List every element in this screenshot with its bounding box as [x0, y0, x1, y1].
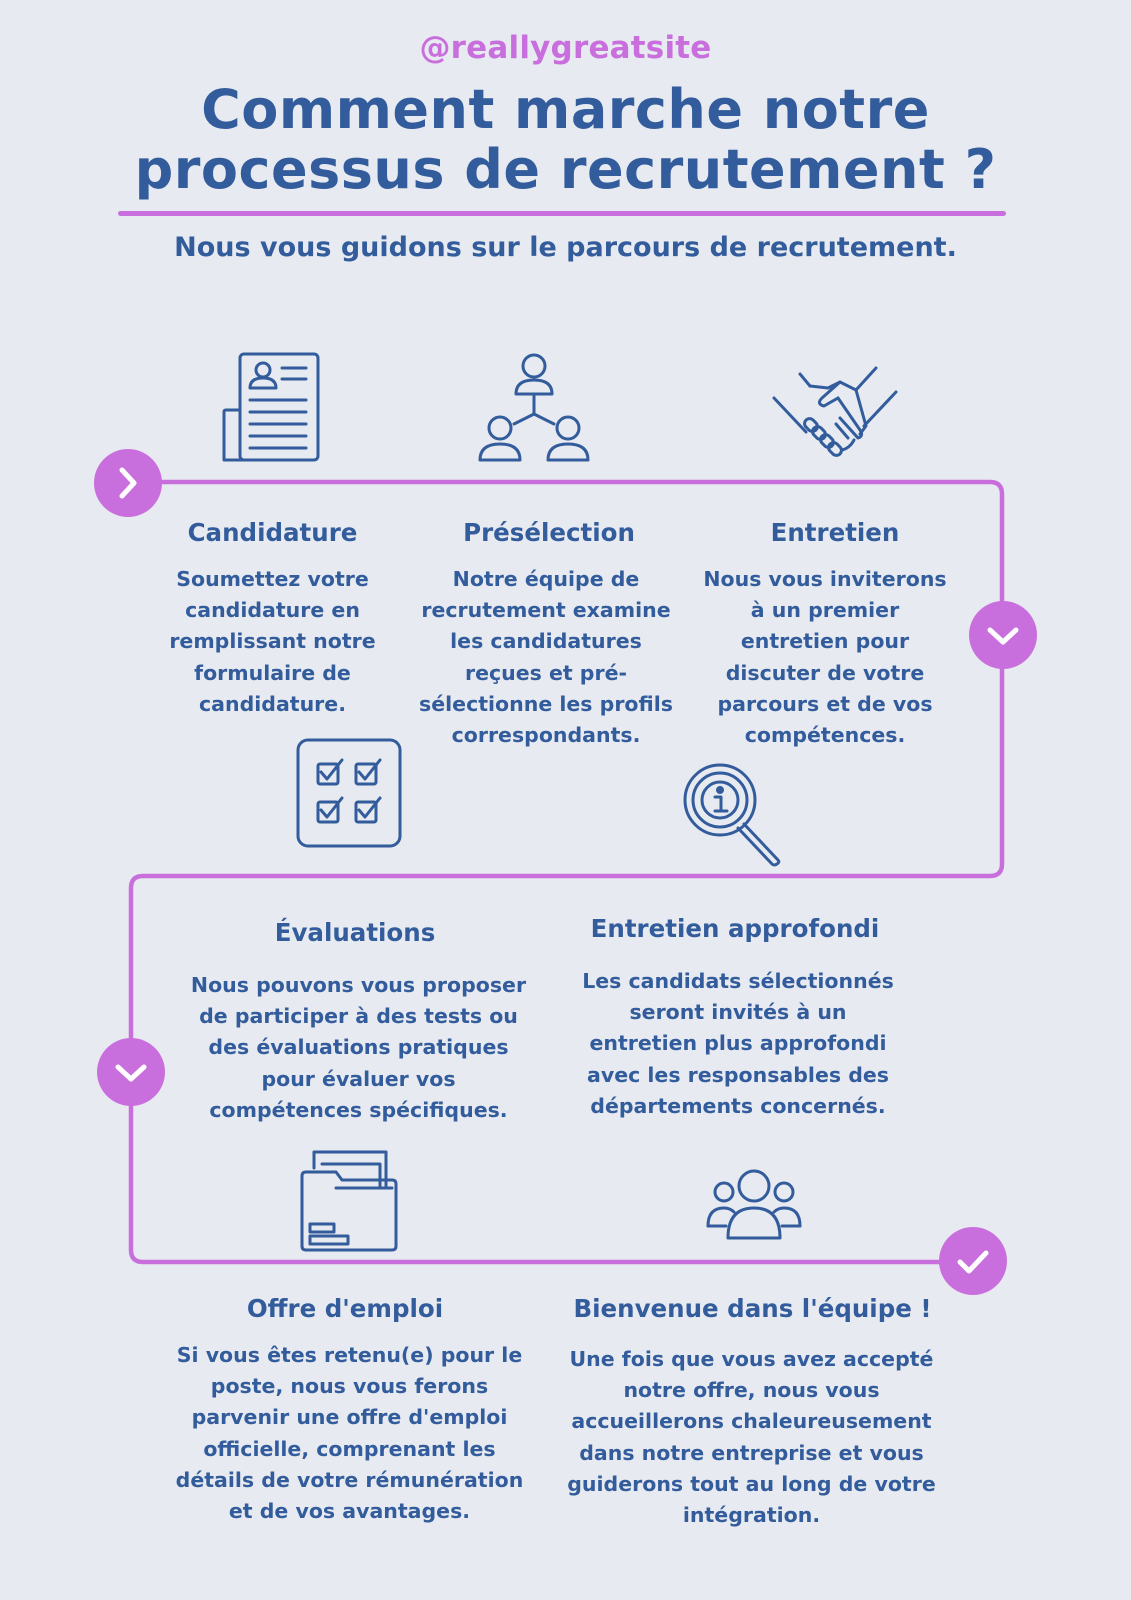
chevron-right-icon: [93, 448, 163, 522]
step-title-entretien: Entretien: [770, 518, 900, 547]
site-handle: @reallygreatsite: [419, 30, 712, 66]
group-icon: [706, 1168, 802, 1240]
step-title-evaluations: Évaluations: [274, 918, 436, 947]
step-title-bienvenue: Bienvenue dans l'équipe !: [573, 1294, 932, 1323]
resume-icon: [222, 352, 322, 464]
folder-icon: [300, 1148, 400, 1252]
team-network-icon: [476, 352, 592, 464]
step-text-bienvenue: Une fois que vous avez accepté notre off…: [567, 1347, 936, 1528]
chevron-down-icon: [968, 600, 1038, 674]
handshake-icon: [770, 364, 900, 464]
magnifier-info-icon: [682, 762, 786, 868]
step-title-entretien-approfondi: Entretien approfondi: [590, 914, 880, 943]
step-text-evaluations: Nous pouvons vous proposer de participer…: [190, 973, 527, 1122]
chevron-down-icon: [96, 1037, 166, 1111]
step-text-preselection: Notre équipe de recrutement examine les …: [419, 567, 673, 748]
page-title: Comment marche notre processus de recrut…: [134, 78, 997, 201]
step-title-offre-emploi: Offre d'emploi: [246, 1294, 444, 1323]
step-text-entretien-approfondi: Les candidats sélectionnés seront invité…: [582, 969, 894, 1118]
checkmark-icon: [938, 1226, 1008, 1300]
checklist-icon: [296, 738, 402, 848]
step-title-candidature: Candidature: [187, 518, 358, 547]
step-text-entretien: Nous vous inviterons à un premier entret…: [703, 567, 947, 748]
step-title-preselection: Présélection: [463, 518, 635, 547]
title-underline: [118, 211, 1006, 216]
step-text-offre-emploi: Si vous êtes retenu(e) pour le poste, no…: [175, 1343, 524, 1524]
page-subtitle: Nous vous guidons sur le parcours de rec…: [174, 232, 957, 263]
step-text-candidature: Soumettez votre candidature en remplissa…: [169, 567, 376, 716]
